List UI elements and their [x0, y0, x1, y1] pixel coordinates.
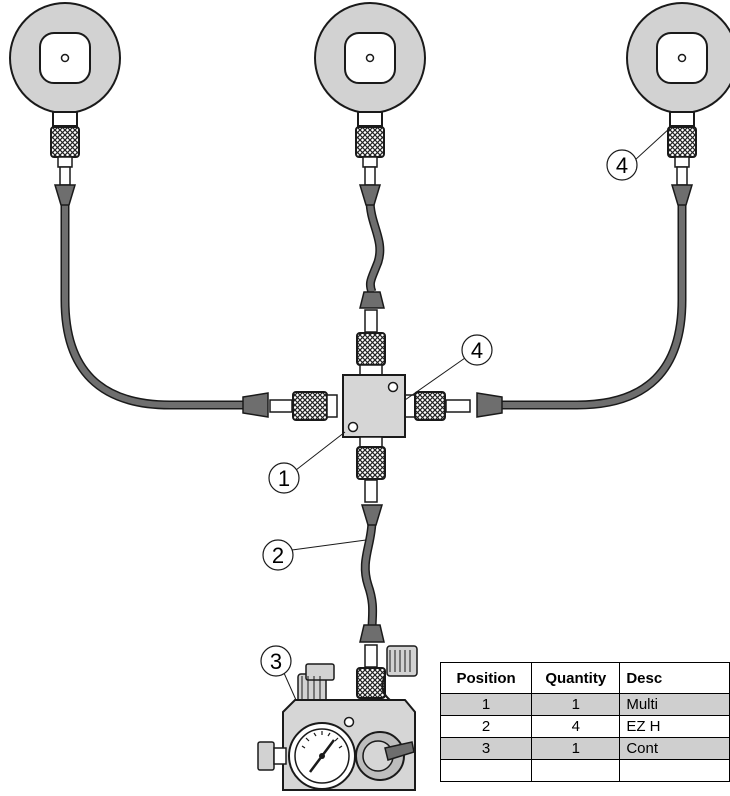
callout-3: 3	[260, 645, 297, 701]
cell-quantity: 4	[531, 715, 621, 738]
cell-quantity: 1	[531, 737, 621, 760]
pressure-gauge-icon	[314, 2, 426, 186]
callout-4-block: 4	[404, 334, 493, 401]
parts-table: Position Quantity Desc 1 1 Multi 2 4 EZ …	[439, 662, 730, 782]
table-row: 3 1 Cont	[439, 737, 730, 760]
table-row: 2 4 EZ H	[439, 715, 730, 738]
callout-label: 1	[278, 466, 290, 491]
callout-2: 2	[262, 539, 367, 571]
cell-description: EZ H	[619, 715, 730, 738]
column-header-description: Desc	[619, 662, 730, 694]
hose-top	[358, 184, 385, 309]
callout-label: 3	[270, 649, 282, 674]
cell-description: Cont	[619, 737, 730, 760]
column-header-position: Position	[439, 662, 533, 694]
cell-description: Multi	[619, 693, 730, 716]
callout-label: 2	[272, 543, 284, 568]
hose-bottom	[359, 504, 385, 643]
table-header-row: Position Quantity Desc	[439, 662, 730, 694]
cell-quantity: 1	[531, 693, 621, 716]
hose-left	[53, 184, 269, 418]
table-row: 1 1 Multi	[439, 693, 730, 716]
cell-quantity	[531, 759, 621, 782]
callout-label: 4	[616, 153, 628, 178]
cell-position	[439, 759, 533, 782]
column-header-quantity: Quantity	[531, 662, 621, 694]
cell-position: 3	[439, 737, 533, 760]
callout-label: 4	[471, 338, 483, 363]
cell-description	[619, 759, 730, 782]
table-row	[439, 759, 730, 782]
control-unit-icon	[257, 644, 418, 791]
pressure-gauge-icon	[626, 2, 730, 186]
multi-connector-block-icon	[269, 309, 471, 503]
cell-position: 1	[439, 693, 533, 716]
callout-4-top-right: 4	[606, 127, 671, 181]
hose-right	[476, 184, 694, 418]
cell-position: 2	[439, 715, 533, 738]
callout-1: 1	[268, 431, 346, 494]
pressure-gauge-icon	[9, 2, 121, 186]
